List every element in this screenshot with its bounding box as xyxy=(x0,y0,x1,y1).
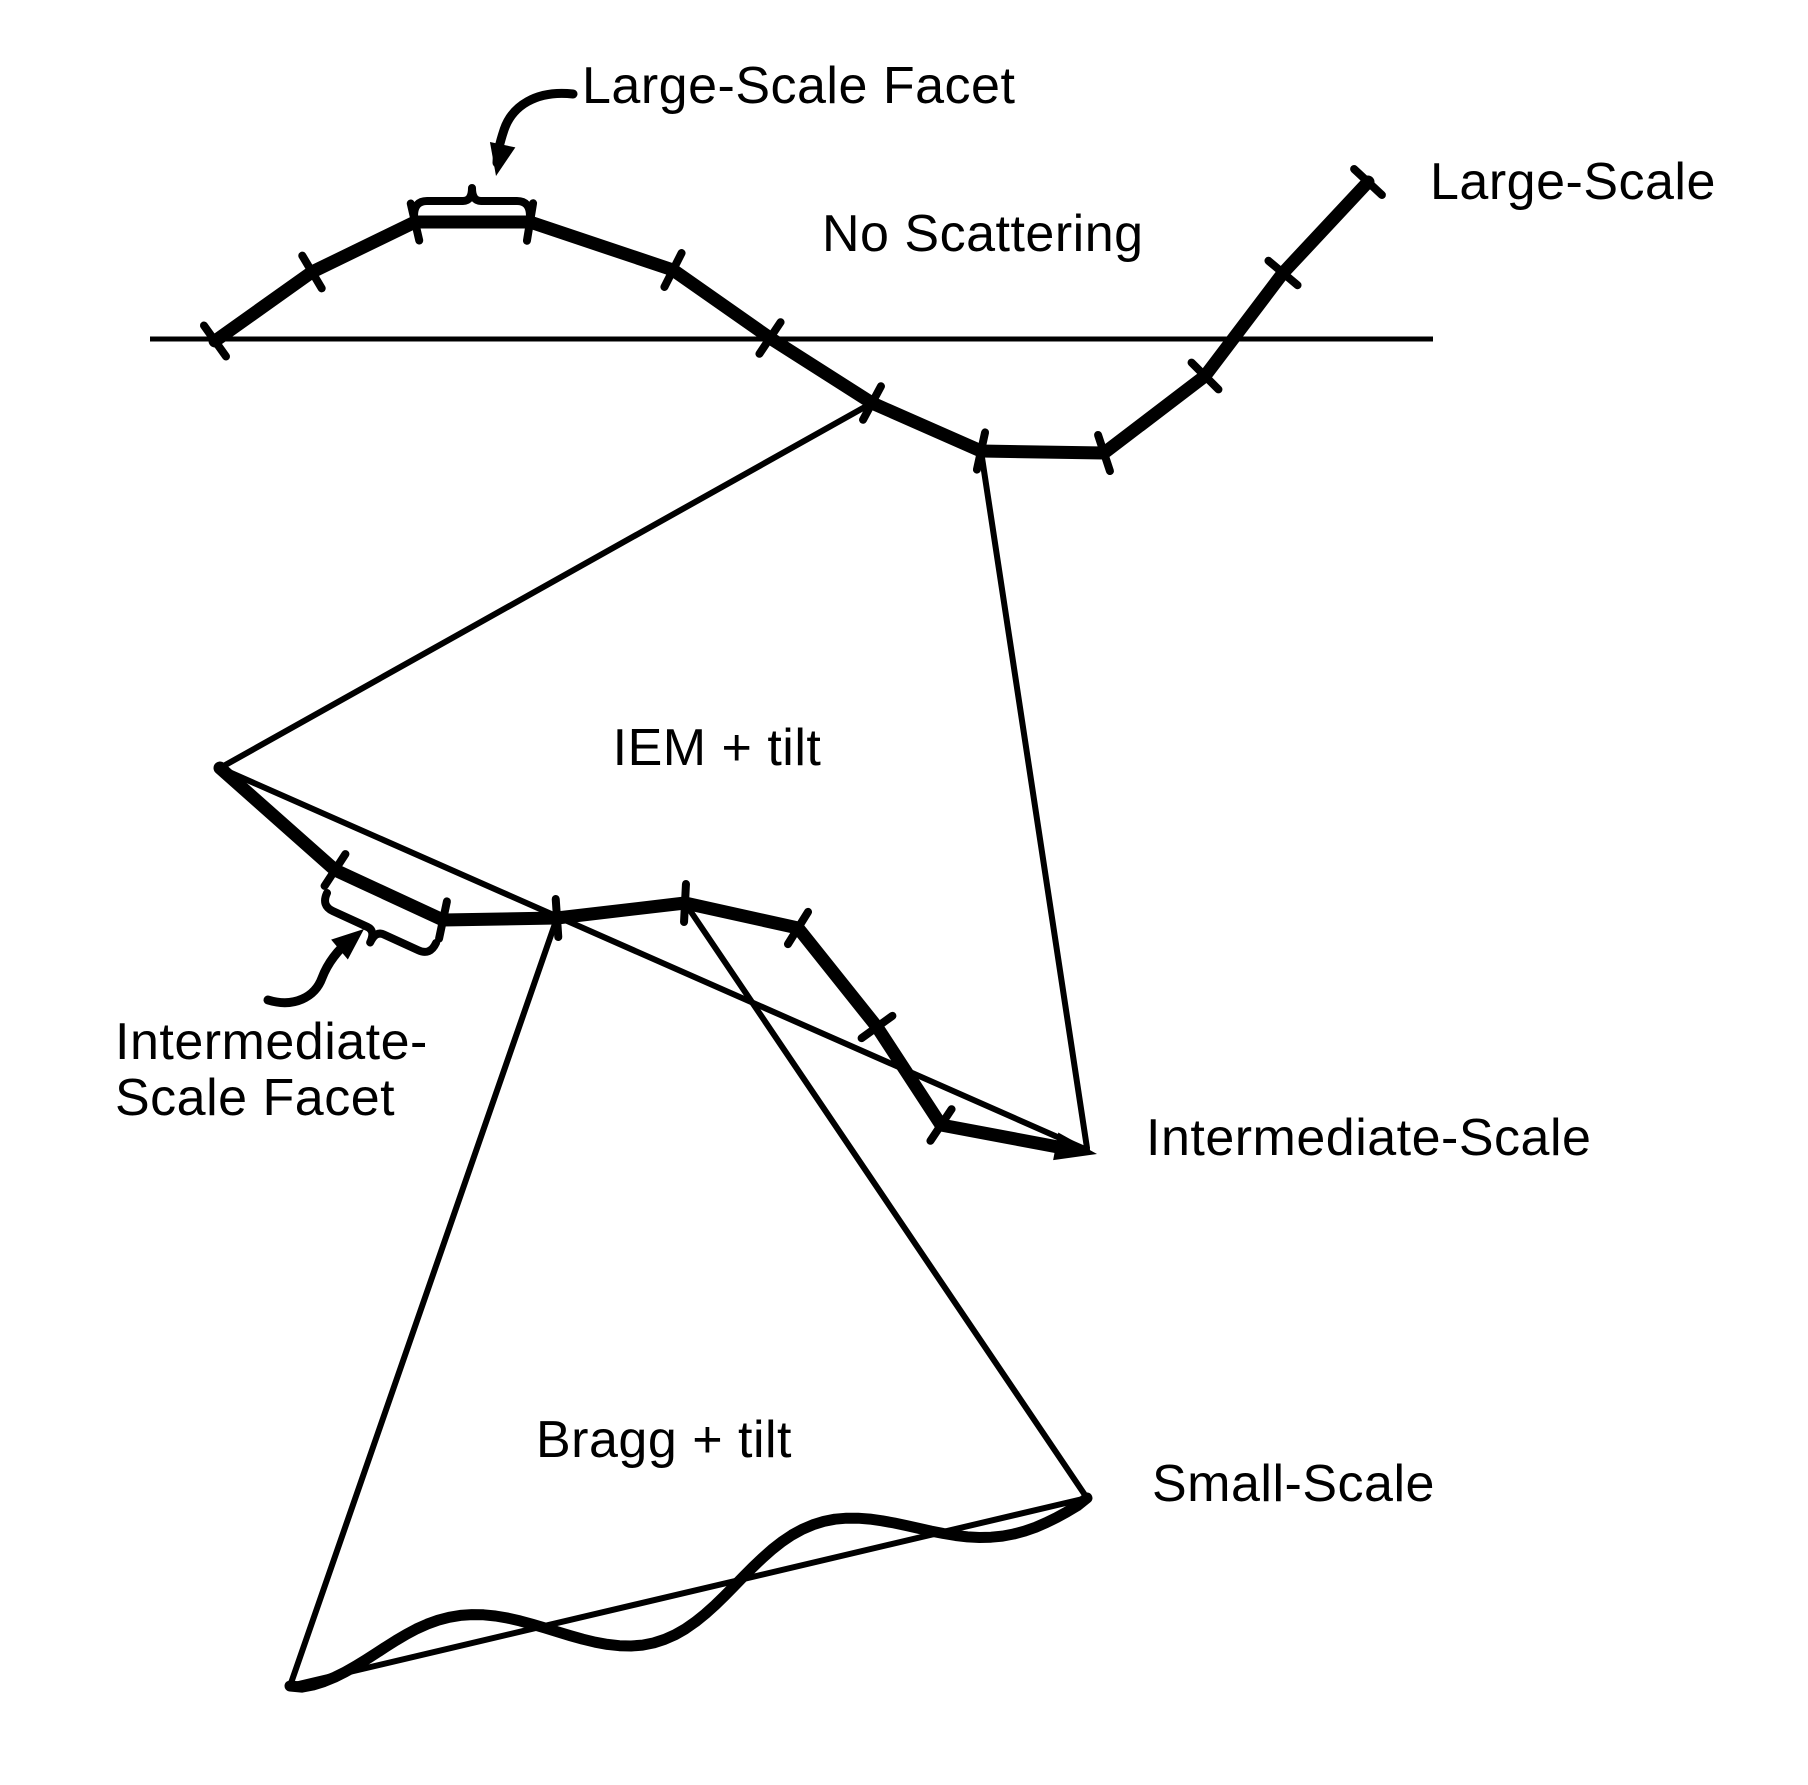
label-small-scale: Small-Scale xyxy=(1152,1455,1435,1513)
large-scale-facet-brace xyxy=(410,184,534,220)
label-large-scale-facet: Large-Scale Facet xyxy=(582,57,1016,115)
intermediate-scale-curve xyxy=(213,761,1097,1161)
large-scale-curve xyxy=(199,165,1386,476)
label-bragg-tilt: Bragg + tilt xyxy=(535,1411,793,1469)
large-scale-facet-arrow xyxy=(489,88,578,176)
intermediate-chord-line xyxy=(217,765,1090,1153)
iem-funnel-left-line xyxy=(217,400,875,771)
label-intermediate-scale: Intermediate-Scale xyxy=(1146,1109,1592,1167)
iem-funnel-right-line xyxy=(978,448,1090,1151)
label-intermediate-scale-facet-line2: Scale Facet xyxy=(115,1069,396,1128)
label-intermediate-scale-facet-line1: Intermediate- xyxy=(115,1013,428,1071)
small-scale-chord-line xyxy=(287,1495,1090,1689)
label-large-scale: Large-Scale xyxy=(1430,153,1716,211)
bragg-funnel-left-line xyxy=(287,915,560,1689)
label-no-scattering: No Scattering xyxy=(822,205,1144,263)
small-scale-wave-curve xyxy=(284,1492,1093,1693)
label-intermediate-scale-facet: Intermediate- Scale Facet xyxy=(115,1014,428,1126)
label-iem-tilt: IEM + tilt xyxy=(612,719,822,777)
intermediate-facet-brace xyxy=(321,889,440,956)
bragg-funnel-right-line xyxy=(682,900,1090,1501)
intermediate-facet-arrow xyxy=(263,929,364,1008)
